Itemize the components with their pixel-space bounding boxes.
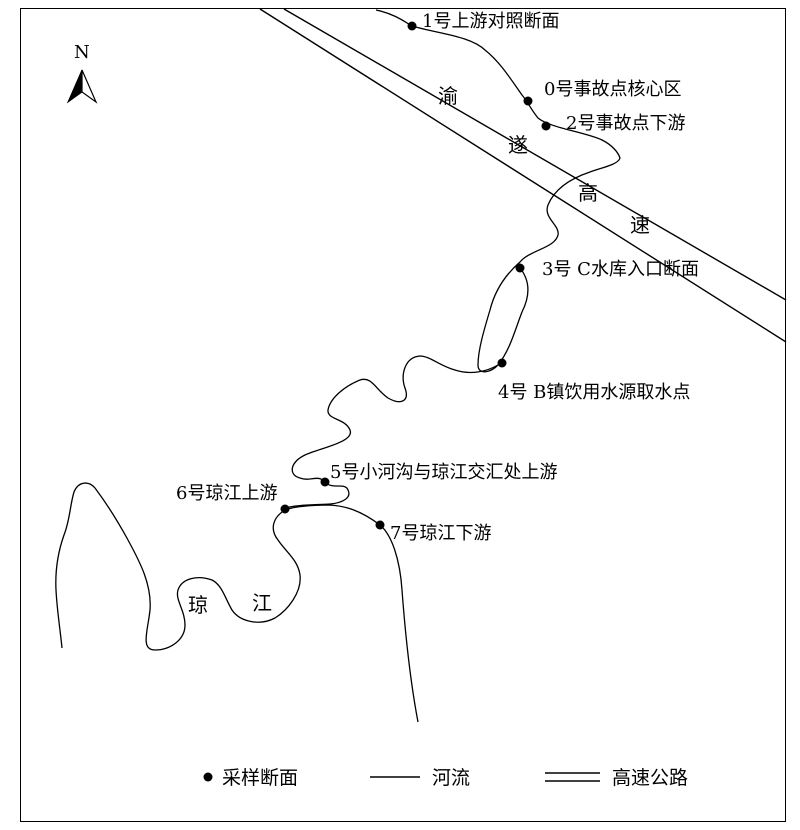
- legend-river-label: 河流: [432, 767, 470, 789]
- site-marker-5[interactable]: [320, 477, 330, 487]
- site-label-6: 6号琼江上游: [176, 483, 277, 504]
- highway-char-sui: 遂: [508, 133, 528, 157]
- highway-char-yu: 渝: [438, 84, 458, 108]
- site-label-0: 0号事故点核心区: [544, 79, 681, 100]
- qiongjiang-river: [55, 482, 419, 723]
- creek-river: [284, 9, 621, 509]
- site-label-1: 1号上游对照断面: [422, 11, 559, 32]
- site-label-3: 3号 C水库入口断面: [542, 259, 699, 280]
- river-char-qiong: 琼: [188, 593, 208, 617]
- site-label-7: 7号琼江下游: [390, 523, 491, 544]
- site-label-4: 4号 B镇饮用水源取水点: [498, 382, 690, 403]
- sampling-sites: [280, 21, 551, 530]
- site-marker-2[interactable]: [541, 121, 551, 131]
- highway-edge-south: [259, 8, 787, 343]
- site-label-2: 2号事故点下游: [566, 113, 685, 134]
- north-arrow: N: [66, 42, 98, 104]
- north-arrow-icon-right: [81, 69, 98, 104]
- site-marker-0[interactable]: [523, 96, 533, 106]
- north-arrow-icon: [66, 69, 83, 104]
- legend-sampling-marker: [203, 772, 213, 782]
- north-label: N: [74, 42, 90, 63]
- site-marker-4[interactable]: [497, 358, 507, 368]
- site-label-5: 5号小河沟与琼江交汇处上游: [330, 462, 557, 483]
- site-marker-3[interactable]: [515, 263, 525, 273]
- highway: [259, 8, 787, 343]
- river-char-jiang: 江: [252, 591, 272, 615]
- site-marker-1[interactable]: [407, 21, 417, 31]
- legend-highway-label: 高速公路: [612, 767, 688, 789]
- highway-char-gao: 高: [578, 181, 598, 205]
- site-marker-6[interactable]: [280, 504, 290, 514]
- highway-edge-north: [283, 8, 787, 301]
- legend: 采样断面 河流 高速公路: [203, 767, 688, 789]
- legend-sampling-label: 采样断面: [222, 767, 298, 789]
- map-frame: [20, 8, 786, 822]
- site-marker-7[interactable]: [375, 520, 385, 530]
- highway-char-su: 速: [630, 213, 650, 237]
